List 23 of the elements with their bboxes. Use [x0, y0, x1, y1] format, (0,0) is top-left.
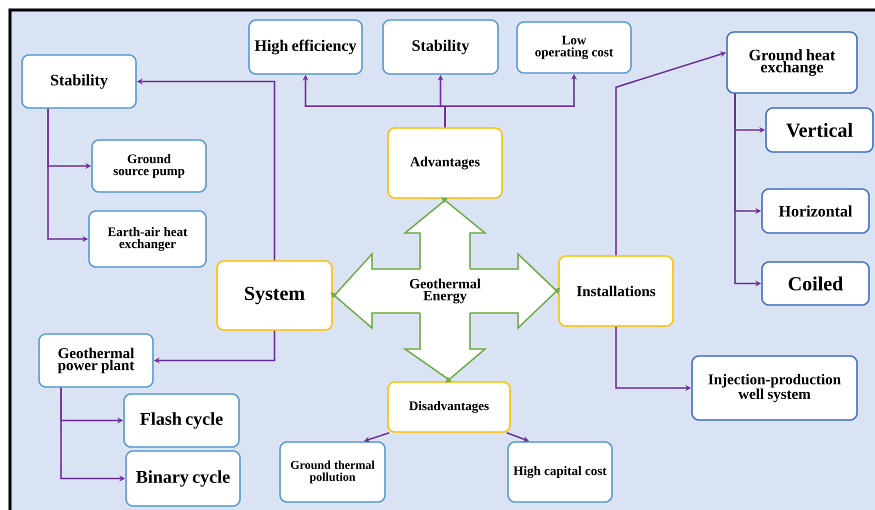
- info-box: Horizontal: [761, 188, 870, 234]
- info-box: Binary cycle: [125, 450, 241, 507]
- info-box: Ground source pump: [91, 139, 207, 193]
- info-box: Vertical: [765, 107, 874, 153]
- info-box: Stability: [21, 54, 137, 109]
- category-box: Installations: [558, 255, 674, 327]
- info-box: High efficiency: [248, 19, 363, 75]
- category-box: Advantages: [387, 127, 503, 199]
- info-box: Ground thermal pollution: [279, 441, 386, 503]
- info-box: Geothermal power plant: [38, 333, 154, 388]
- info-box: Flash cycle: [123, 393, 240, 448]
- info-box: Stability: [382, 19, 499, 75]
- info-box: High capital cost: [507, 441, 613, 503]
- hollow-arrow: [402, 197, 488, 270]
- category-box: Disadvantages: [387, 381, 511, 433]
- node-label: Geothermal Energy: [410, 278, 481, 304]
- info-box: Coiled: [761, 261, 870, 306]
- info-box: Injection-production well system: [691, 355, 858, 421]
- info-box: Low operating cost: [516, 21, 632, 74]
- category-box: System: [216, 260, 333, 331]
- info-box: Ground heat exchange: [726, 31, 858, 94]
- hollow-arrow: [402, 312, 488, 383]
- info-box: Earth-air heat exchanger: [88, 210, 207, 268]
